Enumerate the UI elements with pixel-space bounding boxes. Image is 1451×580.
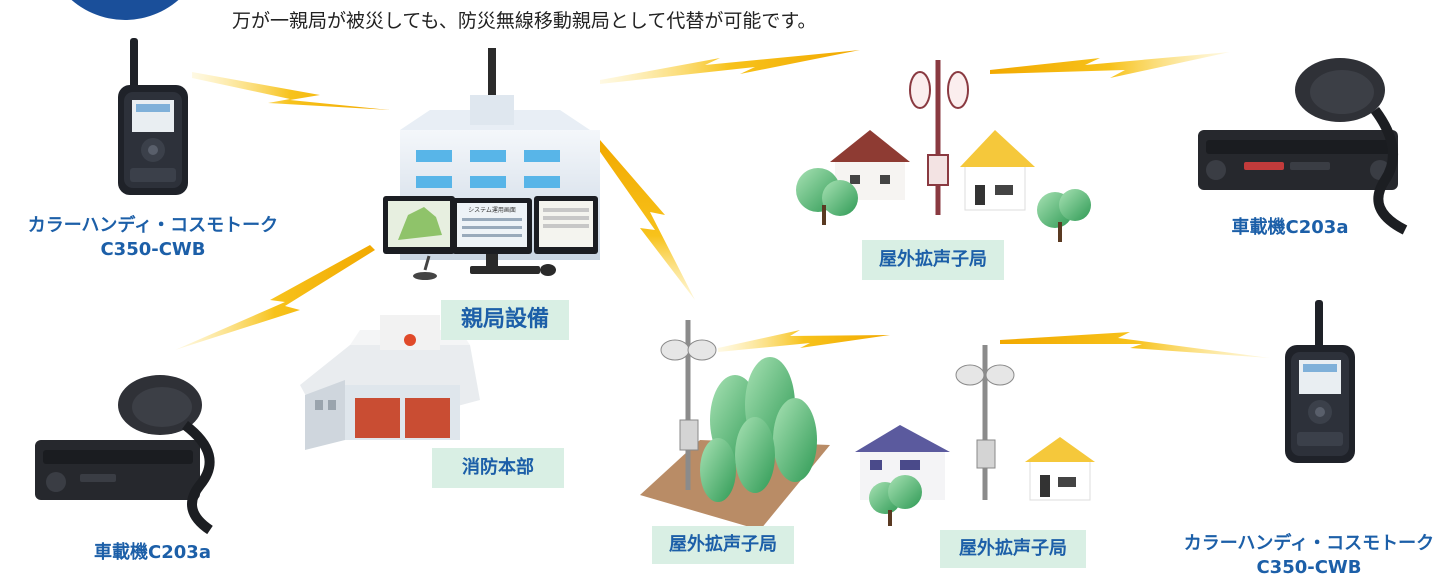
handy-left-caption: カラーハンディ・コスモトーク C350-CWB (10, 214, 296, 262)
outdoor-station-bottom-right-label: 屋外拡声子局 (940, 530, 1086, 568)
outdoor-station-top-icon (796, 60, 1091, 242)
vehicle-radio-left-icon (35, 375, 215, 535)
screen-title-text: システム運用画面 (468, 207, 516, 214)
handy-right-name: カラーハンディ・コスモトーク (1183, 533, 1435, 554)
outdoor-station-bottom-right-icon (855, 345, 1095, 526)
handy-left-name: カラーハンディ・コスモトーク (27, 215, 279, 236)
handy-left-model: C350-CWB (100, 239, 206, 260)
lightning-bolt-outdoor-center (718, 330, 890, 352)
handy-right-caption: カラーハンディ・コスモトーク C350-CWB (1166, 532, 1451, 580)
fire-department-building-icon (300, 315, 480, 450)
parent-station-label: 親局設備 (441, 300, 569, 340)
handy-right-model: C350-CWB (1256, 557, 1362, 578)
vehicle-right-caption: 車載機C203a (1231, 217, 1349, 238)
control-monitors-icon: システム運用画面 (383, 196, 598, 280)
lightning-bolt-top-center (600, 50, 860, 84)
vehicle-radio-right-icon (1198, 58, 1408, 235)
outdoor-station-top-label: 屋外拡声子局 (862, 240, 1004, 280)
lightning-bolt-handy-left (192, 72, 390, 110)
header-text: 万が一親局が被災しても、防災無線移動親局として代替が可能です。 (232, 10, 817, 32)
lightning-bolt-top-right (990, 52, 1230, 78)
vehicle-left-caption: 車載機C203a (94, 542, 211, 563)
lightning-bolt-left-vehicle (175, 245, 375, 350)
outdoor-station-bottom-left-label: 屋外拡声子局 (652, 526, 794, 564)
outdoor-station-bottom-left-icon (640, 320, 830, 530)
handheld-radio-left-icon (118, 38, 188, 195)
lightning-bolt-handy-right (1000, 332, 1270, 358)
handheld-radio-right-icon (1285, 300, 1355, 463)
fire-hq-label: 消防本部 (432, 448, 564, 488)
lightning-bolt-parent-to-outdoor (596, 140, 695, 300)
